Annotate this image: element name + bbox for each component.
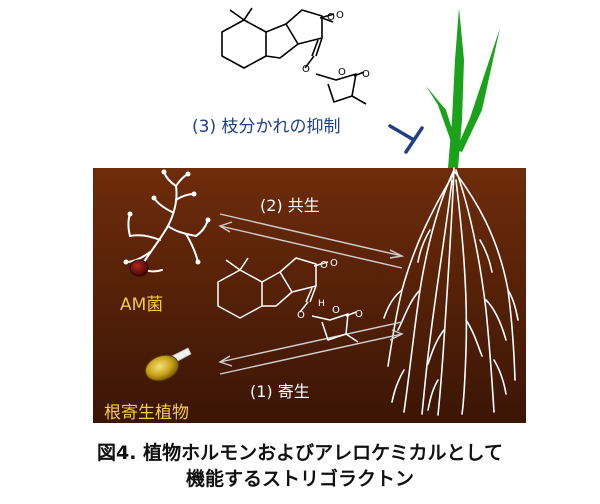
- oxygen-label-top-3: O: [302, 64, 310, 75]
- arrow-symbiosis: [218, 213, 405, 269]
- strigolactone-molecule-top: [221, 7, 367, 105]
- oxygen-label-top-4: O: [338, 67, 346, 78]
- label-suppression: (3) 枝分かれの抑制: [192, 117, 341, 137]
- arrow-parasitism: [218, 321, 404, 375]
- label-symbiosis: (2) 共生: [260, 196, 320, 215]
- caption-line-2: 機能するストリゴラクトン: [185, 468, 414, 490]
- inhibition-mark: [388, 124, 424, 154]
- am-fungi-spore: [129, 259, 149, 277]
- parasitic-plant-seed: [145, 347, 192, 382]
- oxygen-label-top-1: O: [327, 12, 335, 23]
- am-fungi-branch-tips: [123, 169, 211, 265]
- oxygen-label-mid-5: O: [355, 309, 363, 320]
- oxygen-label-top-2: O: [336, 10, 344, 21]
- strigolactone-molecule-middle: [217, 257, 359, 343]
- caption-line-1: 図4. 植物ホルモンおよびアレロケミカルとして: [97, 442, 503, 464]
- oxygen-label-top-5: O: [362, 69, 370, 80]
- plant-shoot: [426, 8, 500, 168]
- label-parasitism: (1) 寄生: [250, 382, 310, 401]
- label-am-fungi: AM菌: [120, 295, 164, 315]
- hydrogen-label-mid: H: [318, 299, 325, 309]
- oxygen-label-mid-4: O: [332, 305, 340, 316]
- oxygen-label-mid-3: O: [297, 310, 305, 321]
- label-parasitic-plant: 根寄生植物: [104, 403, 189, 423]
- oxygen-label-mid-2: O: [330, 258, 338, 269]
- oxygen-label-mid-1: O: [320, 260, 328, 271]
